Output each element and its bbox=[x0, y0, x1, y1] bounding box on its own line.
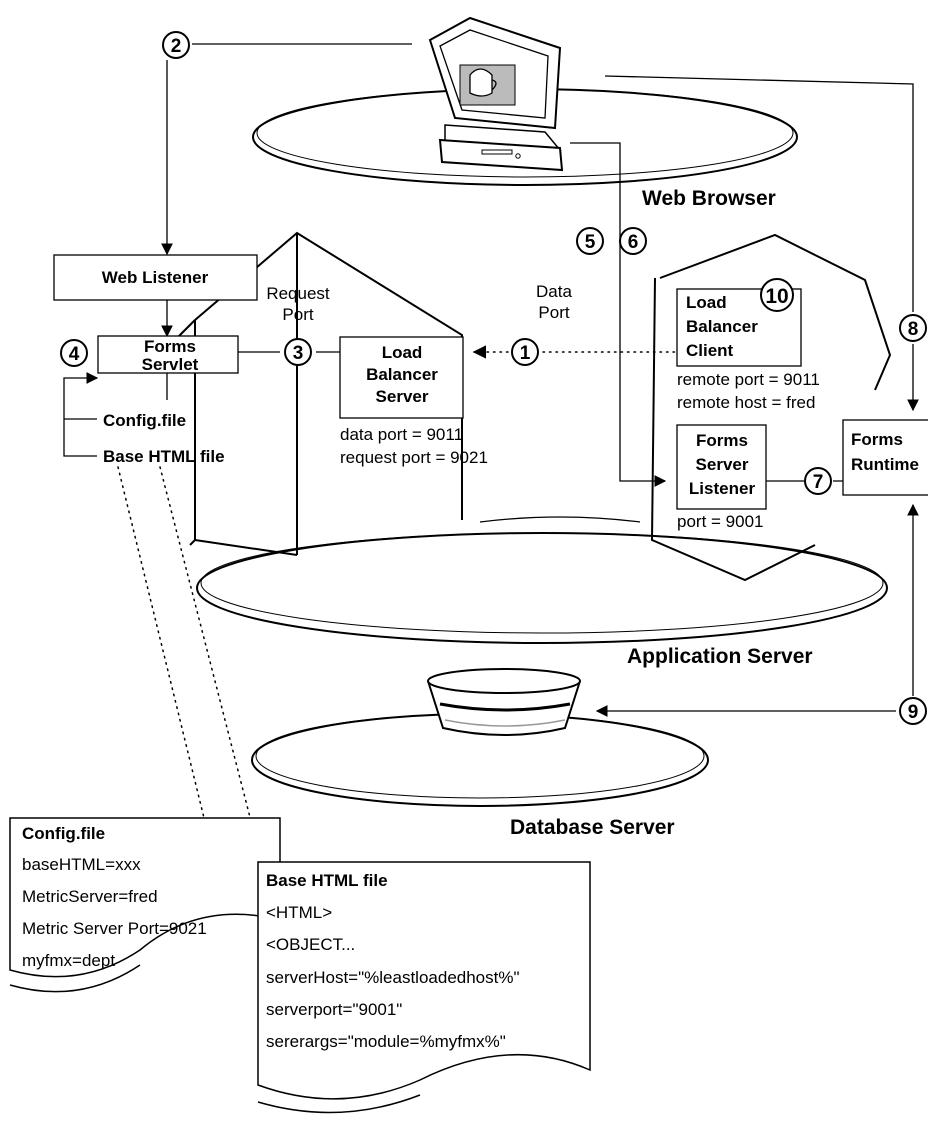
svg-text:8: 8 bbox=[908, 319, 919, 340]
lb-server-data-port: data port = 9011 bbox=[340, 425, 463, 444]
database-server-label: Database Server bbox=[510, 816, 675, 839]
application-server-platform bbox=[196, 532, 888, 644]
forms-servlet-box bbox=[97, 335, 239, 374]
forms-server-listener-box bbox=[676, 424, 767, 510]
step-6-badge: 6 bbox=[619, 227, 647, 255]
step-10-badge: 10 bbox=[760, 278, 794, 312]
config-doc-line-4: myfmx=dept bbox=[22, 951, 115, 970]
connector-browser-to-listener bbox=[570, 142, 667, 487]
svg-text:5: 5 bbox=[585, 232, 596, 253]
config-doc-line-1: baseHTML=xxx bbox=[22, 855, 141, 874]
lb-client-remote-host: remote host = fred bbox=[677, 393, 815, 412]
svg-text:6: 6 bbox=[628, 232, 639, 253]
forms-servlet-label-1: Forms bbox=[144, 337, 196, 356]
config-file-label: Config.file bbox=[103, 411, 186, 430]
housing-floor-curve bbox=[479, 516, 641, 523]
web-listener-label: Web Listener bbox=[102, 268, 209, 287]
left-server-housing bbox=[189, 231, 463, 556]
listener-label-1: Forms bbox=[696, 431, 748, 450]
svg-text:9: 9 bbox=[908, 702, 919, 723]
forms-runtime-label-1: Forms bbox=[851, 430, 903, 449]
application-server-label: Application Server bbox=[627, 645, 813, 668]
listener-port-label: port = 9001 bbox=[677, 512, 764, 531]
lb-server-label-1: Load bbox=[382, 343, 423, 362]
forms-servlet-label-2: Servlet bbox=[142, 355, 199, 374]
svg-text:2: 2 bbox=[171, 36, 182, 57]
step-7-badge: 7 bbox=[804, 467, 832, 495]
connector-browser-to-runtime bbox=[604, 75, 914, 312]
config-doc-line-3: Metric Server Port=9021 bbox=[22, 919, 207, 938]
data-port-label-2: Port bbox=[538, 303, 569, 322]
database-icon bbox=[427, 668, 581, 736]
svg-text:4: 4 bbox=[69, 344, 80, 365]
lb-server-request-port: request port = 9021 bbox=[340, 448, 488, 467]
lb-client-label-1: Load bbox=[686, 293, 727, 312]
request-port-label-2: Port bbox=[282, 305, 313, 324]
html-doc-title: Base HTML file bbox=[266, 871, 388, 890]
config-doc-line-2: MetricServer=fred bbox=[22, 887, 158, 906]
html-doc-line-4: serverport="9001" bbox=[266, 1000, 402, 1019]
step-4-badge: 4 bbox=[60, 339, 88, 367]
connector-config-doc-dotted bbox=[117, 466, 206, 823]
svg-text:3: 3 bbox=[293, 343, 304, 364]
lb-server-label-3: Server bbox=[376, 387, 429, 406]
listener-label-3: Listener bbox=[689, 479, 756, 498]
database-server-platform bbox=[251, 713, 709, 807]
step-9-badge: 9 bbox=[899, 697, 927, 725]
listener-label-2: Server bbox=[696, 455, 749, 474]
svg-text:10: 10 bbox=[765, 285, 788, 308]
html-doc-line-3: serverHost="%leastloadedhost%" bbox=[266, 968, 520, 987]
forms-runtime-label-2: Runtime bbox=[851, 455, 919, 474]
base-html-file-label: Base HTML file bbox=[103, 447, 225, 466]
computer-icon bbox=[428, 16, 564, 172]
svg-text:1: 1 bbox=[520, 343, 531, 364]
html-doc-line-5: sererargs="module=%myfmx%" bbox=[266, 1032, 506, 1051]
html-doc-line-1: <HTML> bbox=[266, 903, 332, 922]
step-1-badge: 1 bbox=[511, 338, 539, 366]
config-file-document: Config.file baseHTML=xxx MetricServer=fr… bbox=[9, 817, 281, 993]
lb-client-remote-port: remote port = 9011 bbox=[677, 370, 820, 389]
step-8-badge: 8 bbox=[899, 314, 927, 342]
html-doc-line-2: <OBJECT... bbox=[266, 935, 355, 954]
load-balancer-server-box bbox=[339, 336, 464, 419]
web-listener-box bbox=[53, 254, 258, 301]
web-browser-label: Web Browser bbox=[642, 187, 776, 210]
data-port-label-1: Data bbox=[536, 282, 572, 301]
request-port-label-1: Request bbox=[266, 284, 330, 303]
connector-html-doc-dotted bbox=[159, 466, 263, 865]
config-doc-title: Config.file bbox=[22, 824, 105, 843]
step-2-badge: 2 bbox=[162, 31, 190, 59]
base-html-file-document: Base HTML file <HTML> <OBJECT... serverH… bbox=[257, 861, 591, 1114]
lb-server-label-2: Balancer bbox=[366, 365, 438, 384]
lb-client-label-2: Balancer bbox=[686, 317, 758, 336]
right-server-housing bbox=[650, 233, 892, 582]
forms-runtime-box bbox=[842, 419, 928, 496]
svg-text:7: 7 bbox=[813, 472, 824, 493]
lb-client-label-3: Client bbox=[686, 341, 734, 360]
step-5-badge: 5 bbox=[576, 227, 604, 255]
step-3-badge: 3 bbox=[284, 338, 312, 366]
connector-step4-loop bbox=[63, 372, 99, 457]
